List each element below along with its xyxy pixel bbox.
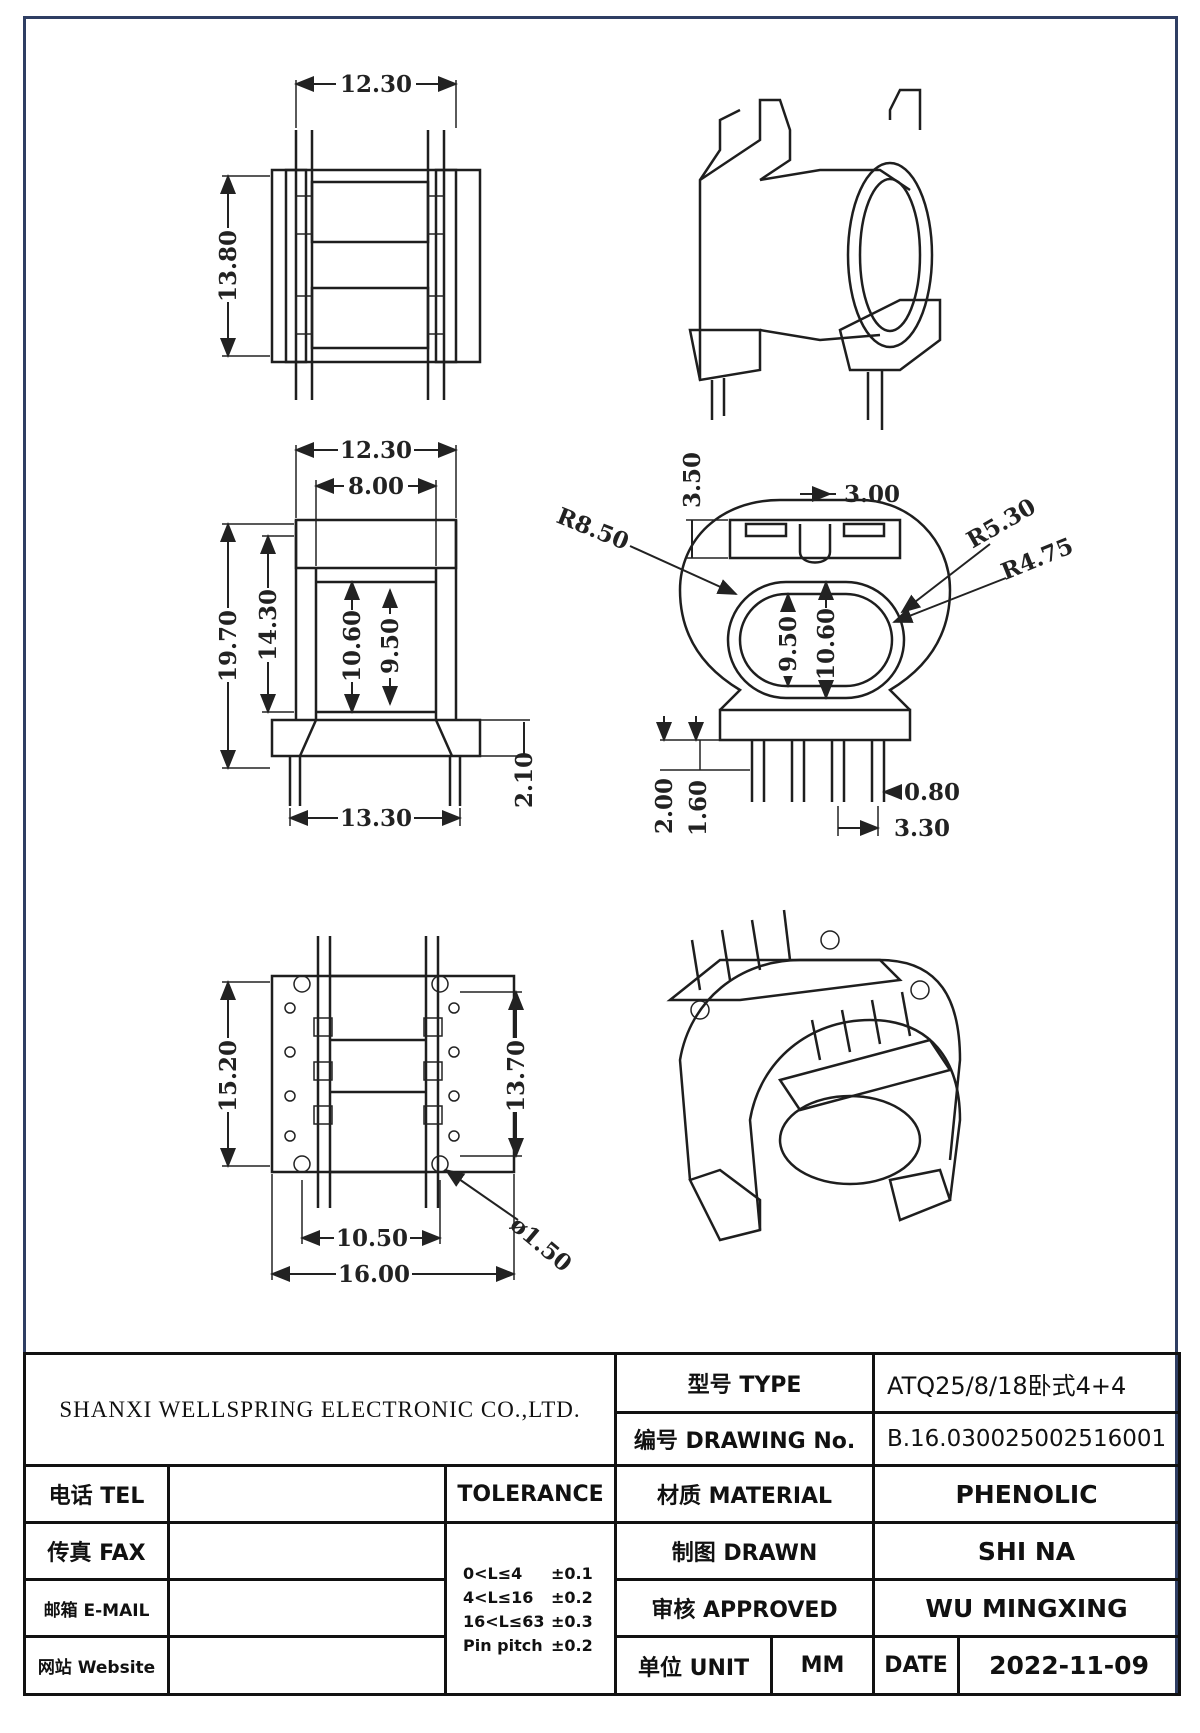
drawn-value: SHI NA bbox=[872, 1521, 1182, 1581]
dim-top-height: 13.80 bbox=[215, 230, 242, 302]
material-label: 材质 MATERIAL bbox=[614, 1464, 876, 1524]
side-view: 3.50 3.00 R8.50 R5.30 R4.75 9.50 10.60 2… bbox=[553, 452, 1077, 842]
website-value bbox=[167, 1635, 447, 1696]
date-label: DATE bbox=[872, 1635, 961, 1696]
fax-value bbox=[167, 1521, 447, 1581]
dim-side-pin-pitch: 3.30 bbox=[894, 815, 950, 842]
dim-side-slot-width: 3.00 bbox=[844, 481, 900, 508]
dim-front-width: 12.30 bbox=[340, 437, 412, 464]
tolerance-row: 16<L≤63±0.3 bbox=[463, 1612, 593, 1631]
dim-front-flange-height: 14.30 bbox=[255, 589, 282, 661]
front-view: 12.30 8.00 19.70 14.30 10.60 9.50 13.30 bbox=[214, 436, 538, 832]
approved-label: 审核 APPROVED bbox=[614, 1578, 876, 1638]
unit-label: 单位 UNIT bbox=[614, 1635, 774, 1696]
title-block: SHANXI WELLSPRING ELECTRONIC CO.,LTD. 型号… bbox=[22, 1352, 1182, 1696]
dim-bottom-total-width: 16.00 bbox=[338, 1261, 410, 1288]
tolerance-row: Pin pitch±0.2 bbox=[463, 1636, 593, 1655]
dim-side-pin-len-b: 1.60 bbox=[685, 780, 712, 836]
email-value bbox=[167, 1578, 447, 1638]
dim-side-r-outer: R8.50 bbox=[553, 502, 633, 555]
isometric-view-top bbox=[688, 88, 942, 430]
type-value: ATQ25/8/18卧式4+4 bbox=[872, 1352, 1182, 1414]
dim-side-pin-dia: 0.80 bbox=[904, 779, 960, 806]
type-label: 型号 TYPE bbox=[614, 1352, 876, 1414]
top-view: 12.30 13.80 bbox=[214, 70, 482, 400]
dim-front-base-width: 13.30 bbox=[340, 805, 412, 832]
drawing-frame bbox=[23, 16, 1178, 1696]
dim-side-pin-len-a: 2.00 bbox=[651, 778, 678, 834]
dim-side-top-height: 3.50 bbox=[679, 452, 706, 508]
fax-label: 传真 FAX bbox=[23, 1521, 170, 1581]
website-label: 网站 Website bbox=[23, 1635, 170, 1696]
isometric-view-bottom bbox=[666, 909, 962, 1242]
tel-value bbox=[167, 1464, 447, 1524]
tolerance-table: 0<L≤4±0.1 4<L≤16±0.2 16<L≤63±0.3 Pin pit… bbox=[443, 1521, 618, 1696]
dim-side-bore-inner: 9.50 bbox=[775, 616, 802, 672]
dim-front-bore-inner: 9.50 bbox=[377, 618, 404, 674]
dim-side-r2: R4.75 bbox=[997, 532, 1077, 585]
dim-side-r1: R5.30 bbox=[962, 493, 1041, 554]
tolerance-row: 0<L≤4±0.1 bbox=[463, 1564, 593, 1583]
technical-drawing: 12.30 13.80 bbox=[214, 70, 1077, 1288]
tolerance-label: TOLERANCE bbox=[443, 1464, 618, 1524]
dim-front-height: 19.70 bbox=[215, 610, 242, 682]
drawing-no-label: 编号 DRAWING No. bbox=[614, 1411, 876, 1467]
company-name: SHANXI WELLSPRING ELECTRONIC CO.,LTD. bbox=[22, 1352, 618, 1467]
dim-side-bore-outer: 10.60 bbox=[813, 608, 840, 680]
tolerance-row: 4<L≤16±0.2 bbox=[463, 1588, 593, 1607]
date-value: 2022-11-09 bbox=[957, 1635, 1182, 1696]
drawn-label: 制图 DRAWN bbox=[614, 1521, 876, 1581]
dim-top-width: 12.30 bbox=[340, 71, 412, 98]
dim-bottom-hole: ø1.50 bbox=[505, 1211, 577, 1278]
tel-label: 电话 TEL bbox=[23, 1464, 170, 1524]
dim-bottom-pin-row: 13.70 bbox=[503, 1040, 530, 1112]
dim-front-inner-width: 8.00 bbox=[348, 473, 404, 500]
drawing-no-value: B.16.030025002516001 bbox=[872, 1411, 1182, 1467]
unit-value: MM bbox=[770, 1635, 876, 1696]
approved-value: WU MINGXING bbox=[872, 1578, 1182, 1638]
dim-front-bore-outer: 10.60 bbox=[339, 610, 366, 682]
material-value: PHENOLIC bbox=[872, 1464, 1182, 1524]
email-label: 邮箱 E-MAIL bbox=[23, 1578, 170, 1638]
dim-bottom-inner-width: 10.50 bbox=[336, 1225, 408, 1252]
bottom-view: 15.20 13.70 10.50 16.00 ø1.50 bbox=[214, 936, 577, 1288]
dim-front-pin-standoff: 2.10 bbox=[511, 752, 538, 808]
dim-bottom-height: 15.20 bbox=[215, 1040, 242, 1112]
